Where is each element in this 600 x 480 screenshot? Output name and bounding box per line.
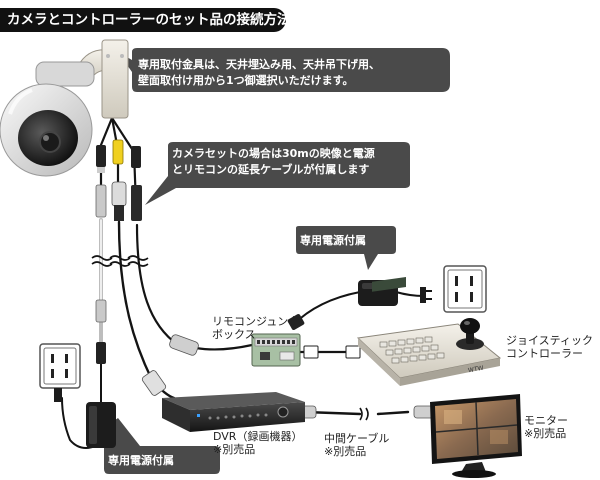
label-remote-junction-box: リモコンジュンク ボックス [212, 315, 299, 341]
extension-control-cable [135, 223, 180, 347]
box-out-plug [303, 345, 319, 359]
callout-power-adapter-top: 専用電源付属 [300, 234, 366, 247]
label-remote-junction-box-line-1: リモコンジュンク [212, 315, 300, 328]
label-extension-cable-line-2: ※別売品 [324, 445, 367, 458]
callout-bracket-line-2: 壁面取付け用から1つ御選択いただけます。 [138, 74, 354, 87]
label-extension-cable: 中間ケーブル ※別売品 [324, 432, 389, 458]
callout-cable-line-1: カメラセットの場合は30mの映像と電源 [172, 147, 375, 160]
label-dvr-line-2: ※別売品 [213, 443, 256, 456]
controller-power-plug [287, 314, 305, 330]
wall-outlet-right [443, 265, 487, 313]
label-dvr-line-1: DVR（録画機器） [213, 430, 303, 443]
label-joystick-controller-line-2: コントローラー [506, 347, 583, 360]
wall-plate [101, 39, 129, 119]
control-jack-mid [131, 185, 142, 221]
control-plug [131, 146, 141, 168]
video-plug-yellow [112, 139, 124, 165]
power-jack-low [95, 299, 107, 323]
joystick-knob [460, 318, 480, 334]
junction-to-box-cable [194, 343, 254, 351]
joystick-controller [356, 276, 502, 386]
junction-plug [169, 334, 199, 356]
bnc-connector-dvr [141, 370, 167, 396]
callout-bubble-bracket [118, 48, 450, 92]
lcd-monitor [430, 394, 522, 478]
power-adapter-bottom [86, 402, 116, 448]
joystick-brand-mark: WTW [468, 365, 485, 375]
adapter-mains-lead [395, 291, 425, 297]
callout-bracket-options: 専用取付金具は、天井埋込み用、天井吊下げ用、 壁面取付け用から1つ御選択いただけ… [138, 57, 380, 89]
dvr-recorder [162, 392, 305, 432]
callout-cable-line-2: とリモコンの延長ケーブルが付属します [172, 163, 370, 176]
dome-camera [0, 39, 129, 177]
bottom-adapter-mains-lead [61, 397, 97, 449]
label-remote-junction-box-line-2: ボックス [212, 328, 256, 341]
label-monitor: モニター ※別売品 [524, 414, 568, 440]
label-monitor-line-1: モニター [524, 414, 568, 427]
camera-connectors [95, 139, 435, 419]
power-plug-top [96, 145, 106, 167]
power-jack-mid [95, 184, 107, 218]
page-title: カメラとコントローラーのセット品の接続方法 [0, 8, 291, 32]
callout-bubble-power-top [296, 226, 396, 270]
remote-junction-box [251, 333, 301, 367]
wall-outlet-left [39, 343, 81, 402]
controller-in-plug [345, 345, 361, 359]
callout-bracket-line-1: 専用取付金具は、天井埋込み用、天井吊下げ用、 [138, 58, 380, 71]
cable-break-marks [91, 255, 369, 421]
bnc-connector-mid [111, 181, 127, 207]
callout-bubble-cable [145, 142, 410, 205]
controller-power-lead [292, 291, 361, 326]
label-extension-cable-line-1: 中間ケーブル [324, 432, 390, 445]
label-joystick-controller-line-1: ジョイスティック [506, 334, 594, 347]
label-monitor-line-2: ※別売品 [524, 427, 567, 440]
callout-bubble-power-bottom [104, 418, 220, 474]
extension-video-cable [117, 220, 154, 382]
callout-power-adapter-bottom: 専用電源付属 [108, 454, 174, 467]
label-joystick-controller: ジョイスティック コントローラー [506, 334, 593, 360]
label-dvr: DVR（録画機器） ※別売品 [213, 430, 302, 456]
callout-cable-info: カメラセットの場合は30mの映像と電源 とリモコンの延長ケーブルが付属します [172, 146, 375, 178]
